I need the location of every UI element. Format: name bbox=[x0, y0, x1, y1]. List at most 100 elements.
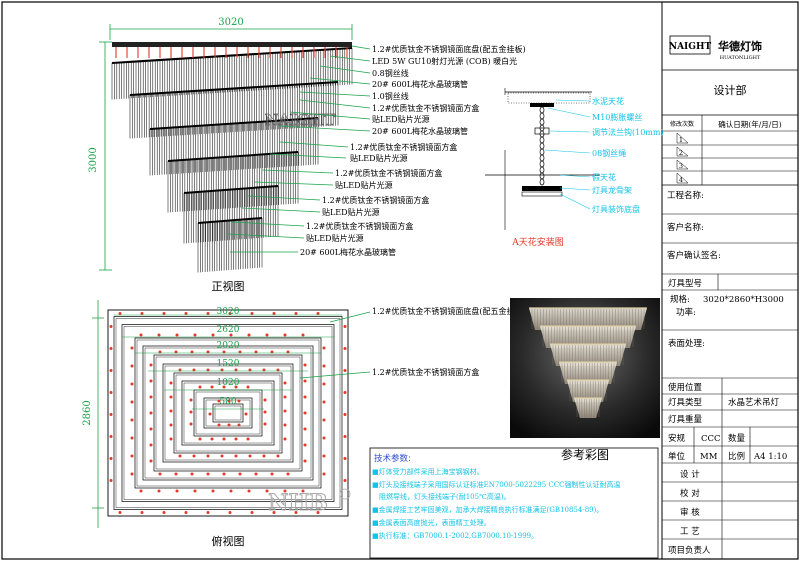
front-tier-box bbox=[129, 81, 339, 96]
front-watermark-logo: NAIGHT bbox=[265, 111, 336, 129]
top-spot-dot bbox=[294, 312, 298, 315]
top-spot-dot bbox=[234, 385, 238, 389]
top-spot-dot bbox=[303, 443, 307, 447]
top-spot-dot bbox=[272, 312, 276, 315]
top-spot-dot bbox=[130, 382, 134, 386]
top-spot-dot bbox=[343, 391, 347, 394]
top-square bbox=[181, 380, 275, 446]
photo-tier bbox=[529, 308, 647, 330]
front-view-caption: 正视图 bbox=[212, 279, 245, 293]
install-leader-line bbox=[547, 107, 591, 118]
top-squares bbox=[107, 309, 349, 517]
callout-tube-3: 20# 600L梅花水晶玻璃管 bbox=[300, 247, 396, 257]
top-square bbox=[212, 403, 244, 423]
top-spot-dot bbox=[210, 437, 214, 441]
callout-tube-2: 20# 600L梅花水晶玻璃管 bbox=[372, 126, 468, 136]
front-leader-line bbox=[261, 169, 334, 174]
top-square-inner bbox=[123, 326, 333, 500]
front-leader-line bbox=[289, 111, 371, 120]
top-view-caption: 俯视图 bbox=[212, 534, 245, 548]
front-leader-line bbox=[279, 141, 349, 148]
unit-label: 单位 bbox=[668, 451, 686, 462]
reference-photo: 参考彩图 bbox=[510, 298, 660, 462]
top-spot-dot bbox=[246, 385, 250, 389]
title-block: NAIGHT 华德灯饰 HUATONLIGHT 设计部 修改次数 确认日期(年/… bbox=[662, 35, 798, 559]
top-spot-dot bbox=[228, 312, 232, 315]
callout-spotlight: LED 5W GU10射灯光源 (COB) 暖白光 bbox=[372, 56, 517, 66]
top-spot-dot bbox=[247, 333, 251, 337]
top-spot-dot bbox=[139, 333, 143, 337]
top-spot-dot bbox=[220, 454, 224, 458]
callout-box-4: 1.2#优质钛金不锈钢镜面方盒 bbox=[322, 195, 429, 205]
top-spot-dot bbox=[206, 511, 210, 514]
front-tier-box bbox=[197, 217, 263, 224]
chain-link bbox=[539, 178, 545, 186]
top-spot-dot bbox=[162, 312, 166, 315]
top-spot-dot bbox=[109, 369, 113, 372]
top-spot-dot bbox=[343, 479, 347, 482]
top-spot-dot bbox=[130, 346, 134, 350]
top-spot-dot bbox=[169, 437, 173, 441]
front-leader-line bbox=[254, 181, 334, 186]
callout-wire-10: 1.0钢丝线 bbox=[372, 91, 409, 101]
install-label-bolt: M10膨胀螺丝 bbox=[592, 112, 642, 122]
front-crystal-rods bbox=[111, 47, 353, 273]
top-spot-dot bbox=[301, 489, 305, 493]
tech-line-2: ■灯头及接线端子采用国际认证标准EN7000-5022295 CCC强制性认证耐… bbox=[372, 480, 621, 489]
review-label: 审 核 bbox=[680, 507, 700, 518]
top-square-inner bbox=[195, 391, 261, 435]
callout-box-1: 1.2#优质钛金不锈钢镜面方盒 bbox=[372, 103, 479, 113]
install-caption: A天花安装图 bbox=[511, 236, 564, 248]
top-watermark-logo: NHB bbox=[268, 490, 328, 516]
top-spot-dot bbox=[109, 391, 113, 394]
top-spot-dot bbox=[158, 472, 162, 476]
top-spot-dot bbox=[343, 325, 347, 328]
revision-3-icon bbox=[676, 159, 689, 170]
chain-link bbox=[539, 136, 545, 144]
top-spot-dot bbox=[262, 454, 266, 458]
top-spot-dot bbox=[322, 382, 326, 386]
chain-link bbox=[539, 166, 545, 174]
top-spot-dot bbox=[322, 472, 326, 476]
top-spot-dot bbox=[303, 411, 307, 415]
location-label: 使用位置 bbox=[668, 382, 703, 393]
top-spot-dot bbox=[217, 423, 221, 427]
top-spot-dot bbox=[343, 347, 347, 350]
surface-label: 表面处理: bbox=[668, 338, 705, 349]
project-label: 工程名称: bbox=[667, 190, 704, 201]
top-spot-dot bbox=[130, 472, 134, 476]
top-spot-dot bbox=[130, 400, 134, 404]
top-spot-dot bbox=[189, 410, 193, 414]
top-square bbox=[203, 397, 253, 429]
callout-led-5: 贴LED贴片光源 bbox=[306, 233, 364, 243]
top-spot-dot bbox=[169, 381, 173, 385]
top-callout-box: 1.2#优质钛金不锈钢镜面方盒 bbox=[372, 367, 479, 377]
chain-link bbox=[539, 106, 545, 114]
photo-tier bbox=[574, 398, 602, 418]
safety-label: 安规 bbox=[668, 433, 686, 444]
chain-link bbox=[539, 118, 545, 126]
top-spot-dot bbox=[149, 411, 153, 415]
install-diagram: 水泥天花 M10膨胀螺丝 调节法兰钩(10mm) 08钢丝绳 假天花 灯具龙骨架… bbox=[485, 88, 664, 248]
qty-label: 数量 bbox=[728, 433, 746, 444]
top-spot-dot bbox=[244, 412, 248, 416]
top-dimensions: 3020 2620 2020 1520 1020 580 bbox=[217, 307, 240, 407]
front-leader-line bbox=[351, 45, 371, 50]
install-leaders bbox=[544, 99, 591, 210]
top-spot-dot bbox=[178, 454, 182, 458]
top-spot-dot bbox=[228, 511, 232, 514]
safety-value: CCC bbox=[701, 434, 721, 444]
design-label: 设 计 bbox=[680, 469, 700, 480]
chain-link bbox=[539, 112, 545, 120]
top-spot-dot bbox=[222, 437, 226, 441]
top-square bbox=[134, 337, 322, 489]
callout-box-5: 1.2#优质钛金不锈钢镜面方盒 bbox=[306, 221, 413, 231]
photo-caption: 参考彩图 bbox=[561, 447, 609, 462]
top-square bbox=[162, 363, 294, 463]
top-spot-dot bbox=[276, 454, 280, 458]
callout-base-plate: 1.2#优质钛金不锈钢镜面底盘(配五金挂板) bbox=[372, 44, 526, 54]
top-dim-2: 2620 bbox=[217, 325, 240, 335]
top-spot-dot bbox=[250, 312, 254, 315]
install-label-hook: 调节法兰钩(10mm) bbox=[592, 127, 664, 137]
